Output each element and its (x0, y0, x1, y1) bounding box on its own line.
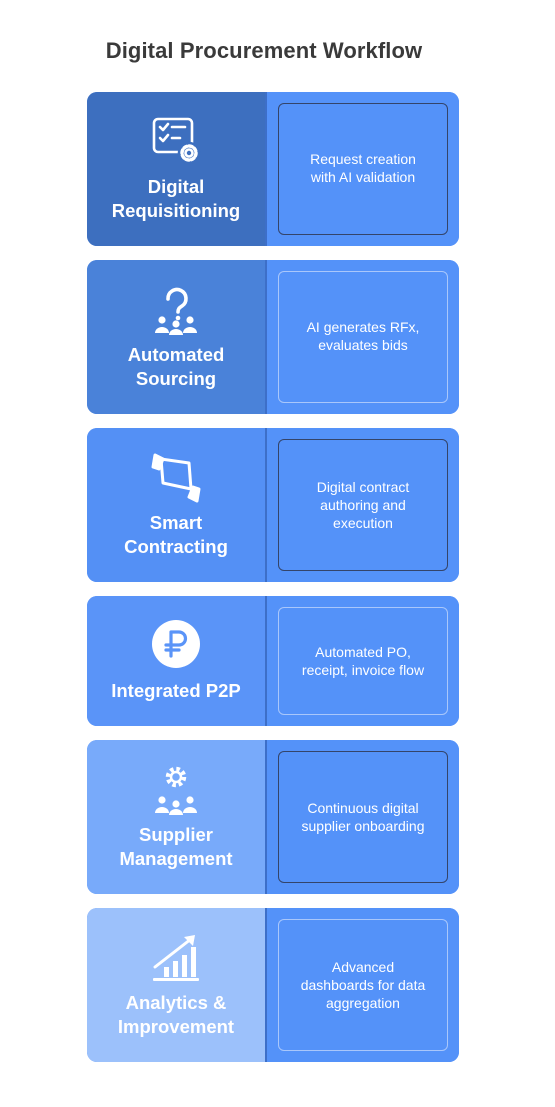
divider (265, 740, 267, 894)
step-description: AI generates RFx, evaluates bids (306, 319, 420, 353)
gear-group-icon (155, 766, 197, 815)
question-group-icon (155, 287, 197, 335)
step-description: Advanced dashboards for data aggregation (300, 959, 426, 1011)
step-description-panel: Request creation with AI validation (267, 92, 459, 246)
description-frame (278, 103, 448, 235)
step-header: Automated Sourcing (87, 260, 265, 414)
step-description-panel: Continuous digital supplier onboarding (267, 740, 459, 894)
step-card-automated-sourcing: Automated Sourcing AI generates RFx, eva… (87, 260, 459, 414)
step-header: Smart Contracting (87, 428, 265, 582)
step-description-panel: Advanced dashboards for data aggregation (267, 908, 459, 1062)
step-description: Continuous digital supplier onboarding (301, 800, 425, 834)
growth-chart-icon (153, 935, 199, 981)
step-description-panel: AI generates RFx, evaluates bids (267, 260, 459, 414)
step-card-smart-contracting: Smart Contracting Digital contract autho… (87, 428, 459, 582)
description-frame (278, 439, 448, 571)
divider (265, 92, 267, 246)
step-header: Supplier Management (87, 740, 265, 894)
divider (265, 428, 267, 582)
description-frame (278, 607, 448, 715)
step-label: Integrated P2P (111, 680, 241, 701)
step-card-digital-requisitioning: Digital Requisitioning Request creation … (87, 92, 459, 246)
ruble-coin-icon (152, 620, 200, 668)
step-description-panel: Automated PO, receipt, invoice flow (267, 596, 459, 726)
handshake-document-icon (151, 453, 201, 503)
description-frame (278, 751, 448, 883)
divider (265, 260, 267, 414)
checklist-gear-icon (152, 117, 201, 165)
step-description: Automated PO, receipt, invoice flow (301, 644, 425, 678)
step-label: Analytics & Improvement (117, 992, 235, 1037)
page-title: Digital Procurement Workflow (105, 38, 423, 63)
step-label: Automated Sourcing (127, 344, 225, 389)
step-header: Integrated P2P (87, 596, 265, 726)
step-card-analytics-improvement: Analytics & Improvement Advanced dashboa… (87, 908, 459, 1062)
step-description: Digital contract authoring and execution (316, 479, 410, 531)
divider (265, 596, 267, 726)
step-label: Supplier Management (119, 824, 233, 869)
step-label: Smart Contracting (124, 512, 228, 557)
description-frame (278, 271, 448, 403)
step-card-integrated-p2p: Integrated P2P Automated PO, receipt, in… (87, 596, 459, 726)
step-header: Analytics & Improvement (87, 908, 265, 1062)
divider (265, 908, 267, 1062)
step-description: Request creation with AI validation (310, 151, 416, 185)
step-header: Digital Requisitioning (87, 92, 265, 246)
description-frame (278, 919, 448, 1051)
step-card-supplier-management: Supplier Management Continuous digital s… (87, 740, 459, 894)
step-label: Digital Requisitioning (111, 176, 241, 221)
step-description-panel: Digital contract authoring and execution (267, 428, 459, 582)
